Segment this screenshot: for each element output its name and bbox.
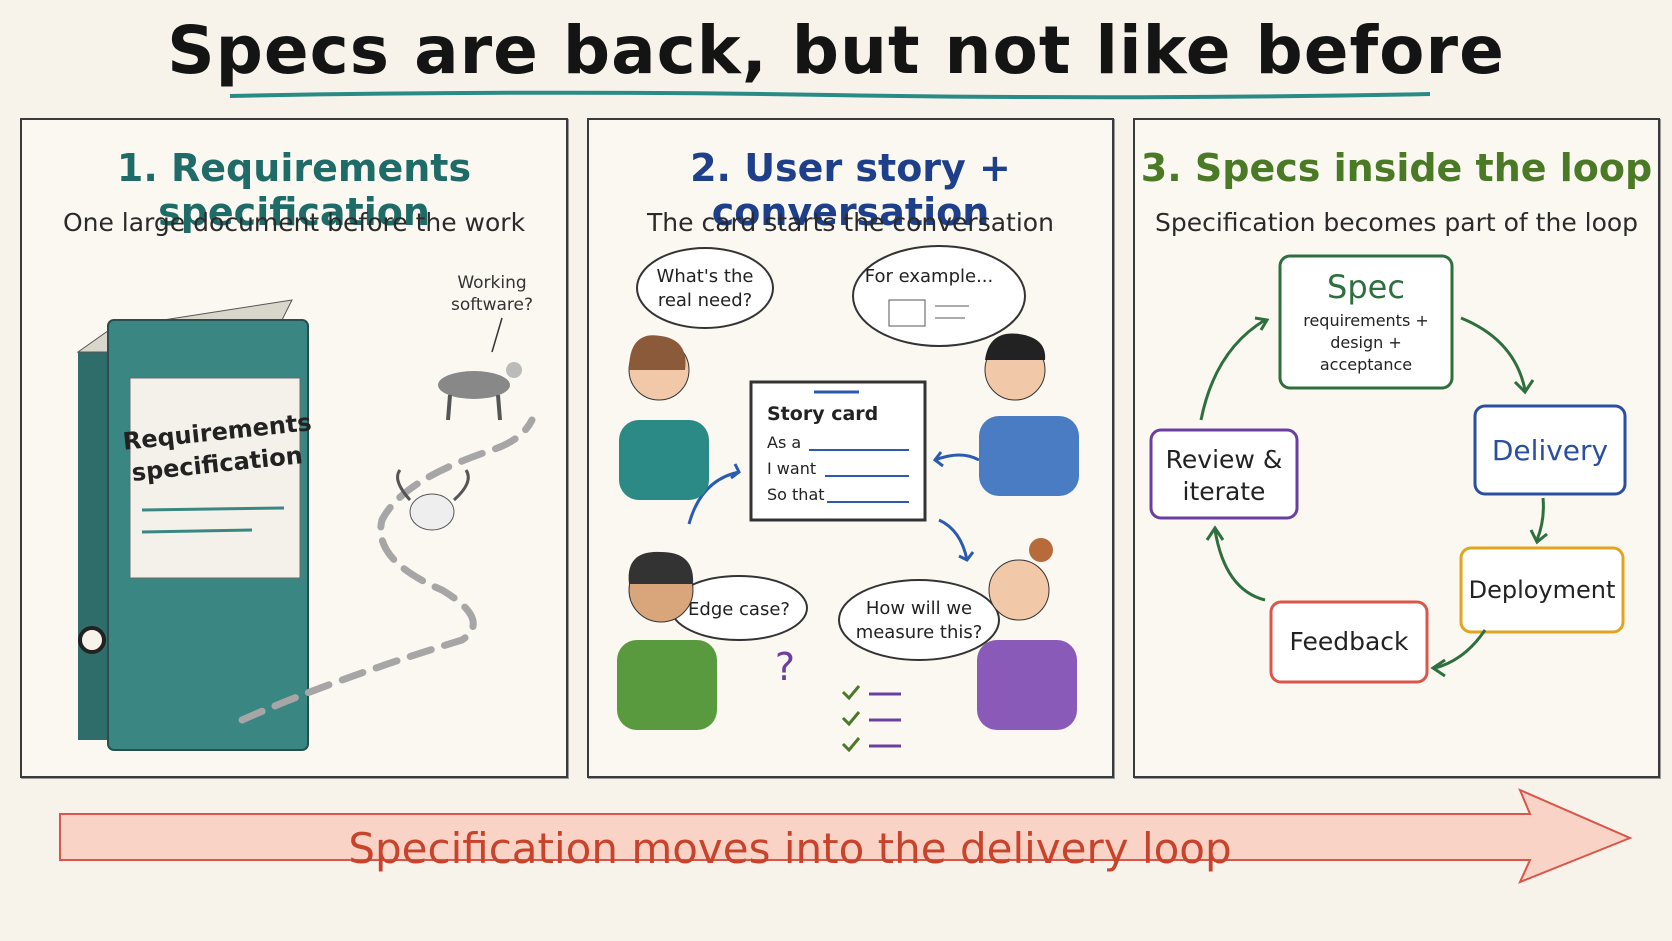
conversation-arrows xyxy=(687,451,980,562)
deployment-box: Deployment xyxy=(1459,546,1625,634)
winding-path xyxy=(238,416,536,724)
bubble-real-need: What's the real need? xyxy=(636,247,774,329)
svg-text:design +: design + xyxy=(1330,333,1402,352)
svg-text:Deployment: Deployment xyxy=(1469,576,1616,604)
svg-text:I want: I want xyxy=(767,459,816,478)
person-woman-teal xyxy=(619,335,709,500)
skull-icon xyxy=(396,469,470,531)
spec-box: Spec requirements + design + acceptance xyxy=(1278,254,1454,390)
bubble-measure: How will we measure this? xyxy=(838,579,1000,661)
panel1-illustration: Requirements specification Working softw… xyxy=(76,273,536,751)
svg-text:Review &: Review & xyxy=(1166,445,1283,474)
panel3-subtitle: Specification becomes part of the loop xyxy=(1154,208,1639,237)
panel2-illustration: What's the real need? For example... Edg… xyxy=(617,245,1079,753)
callout-line-2: software? xyxy=(451,295,533,315)
panel-user-story: 2. User story + conversation The card st… xyxy=(587,118,1114,778)
goat-icon xyxy=(438,362,522,421)
loop-arrows xyxy=(1199,316,1548,678)
panel1-subtitle: One large document before the work xyxy=(62,208,526,237)
svg-text:Story card: Story card xyxy=(767,403,878,425)
question-mark: ? xyxy=(775,645,795,689)
title-underline xyxy=(230,90,1430,100)
svg-text:As a: As a xyxy=(767,433,801,452)
checklist-icon xyxy=(841,685,901,753)
svg-text:iterate: iterate xyxy=(1183,477,1266,506)
review-box: Review & iterate xyxy=(1149,428,1299,520)
person-woman-bun xyxy=(977,538,1077,730)
binder-icon xyxy=(76,299,309,751)
banner-text: Specification moves into the delivery lo… xyxy=(348,824,1232,873)
banner-arrow xyxy=(59,788,1633,884)
svg-text:So that: So that xyxy=(767,485,825,504)
story-card: Story card As a I want So that xyxy=(749,380,927,522)
person-man-beard xyxy=(617,551,717,730)
delivery-box: Delivery xyxy=(1473,404,1627,496)
panel-requirements-specification: 1. Requirements specification One large … xyxy=(20,118,568,778)
svg-text:requirements +: requirements + xyxy=(1303,311,1429,330)
person-man-glasses xyxy=(979,333,1079,496)
svg-text:Feedback: Feedback xyxy=(1289,627,1409,656)
callout-line-1: Working xyxy=(457,273,526,293)
svg-text:How will we: How will we xyxy=(866,598,972,619)
feedback-box: Feedback xyxy=(1269,600,1429,684)
panel3-title: 3. Specs inside the loop xyxy=(1140,146,1653,190)
svg-text:Spec: Spec xyxy=(1327,268,1405,306)
loop-diagram: Spec requirements + design + acceptance … xyxy=(1149,254,1627,684)
bubble-example: For example... xyxy=(852,245,1026,347)
svg-text:What's the: What's the xyxy=(657,266,754,287)
svg-text:Delivery: Delivery xyxy=(1492,434,1608,467)
svg-text:For example...: For example... xyxy=(865,266,994,287)
bubble-edge-case: Edge case? xyxy=(670,575,808,641)
panel1-title: 1. Requirements specification xyxy=(116,146,472,234)
svg-text:measure this?: measure this? xyxy=(856,622,983,643)
svg-text:Edge case?: Edge case? xyxy=(688,599,790,620)
panel2-subtitle: The card starts the conversation xyxy=(647,208,1054,237)
panel-specs-loop: 3. Specs inside the loop Specification b… xyxy=(1133,118,1660,778)
panel2-title: 2. User story + conversation xyxy=(690,146,1011,234)
svg-text:real need?: real need? xyxy=(658,290,752,311)
svg-text:acceptance: acceptance xyxy=(1320,355,1412,374)
page-title: Specs are back, but not like before xyxy=(167,12,1505,89)
